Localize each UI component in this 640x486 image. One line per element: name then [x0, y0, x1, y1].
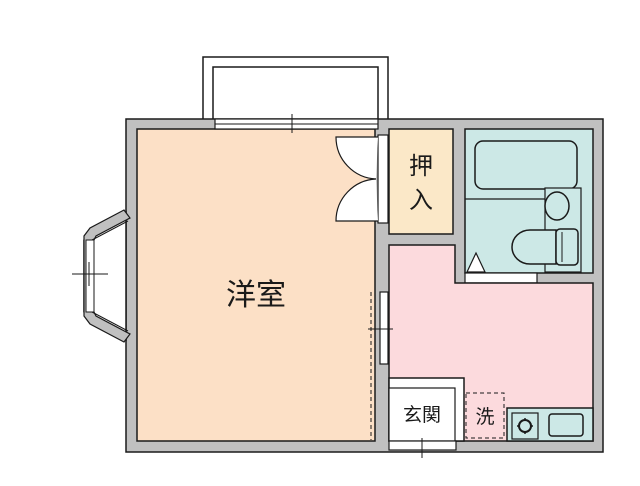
washbasin-icon [544, 191, 570, 221]
sink-icon [548, 413, 584, 437]
bay-window [72, 209, 131, 343]
toilet-icon [511, 229, 557, 265]
room-label-closet-2: 入 [409, 186, 433, 214]
kitchen-counter [506, 407, 594, 442]
room-entrance: 玄関 [388, 377, 465, 458]
balcony [202, 56, 389, 119]
door-marker-icon [466, 251, 486, 273]
room-western: 洋室 [136, 128, 376, 442]
stove-icon [511, 412, 539, 440]
bathtub-icon [474, 140, 578, 190]
room-label-laundry: 洗 [475, 406, 494, 428]
room-label-closet-1: 押 [409, 152, 433, 180]
room-label-entrance: 玄関 [403, 404, 441, 426]
interior-sliding-door [368, 291, 393, 440]
balcony-window [214, 114, 379, 133]
room-bathroom [464, 128, 594, 284]
room-closet: 押 入 [388, 128, 454, 235]
laundry-space: 洗 [465, 392, 505, 439]
room-label-western: 洋室 [226, 278, 286, 313]
closet-doors [335, 134, 389, 224]
